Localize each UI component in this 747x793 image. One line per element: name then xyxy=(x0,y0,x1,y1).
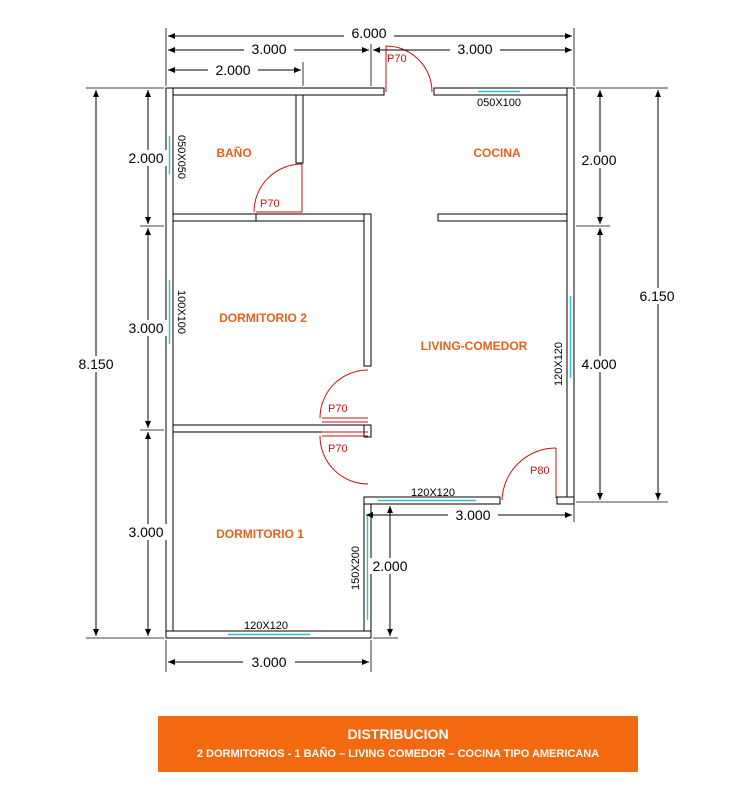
window-label-bano: 050X050 xyxy=(175,135,187,179)
door-label-bano: P70 xyxy=(260,198,280,210)
door-arcs xyxy=(253,45,557,501)
floor-plan: 6.000 3.000 3.000 2.000 8.150 2.000 3.00… xyxy=(74,24,680,672)
dim-right-living: 4.000 xyxy=(581,356,616,372)
door-arc-dorm1 xyxy=(319,435,369,485)
door-label-dorm1: P70 xyxy=(328,443,348,455)
room-labels: BAÑO COCINA DORMITORIO 2 LIVING-COMEDOR … xyxy=(216,145,528,541)
dim-bottom-right: 3.000 xyxy=(455,507,490,523)
door-labels: P70 P70 P70 P70 P80 xyxy=(260,53,550,477)
dim-top-inner: 2.000 xyxy=(215,62,250,78)
dim-top-right: 3.000 xyxy=(457,41,492,57)
door-arc-bano xyxy=(253,163,303,213)
dim-right-total: 6.150 xyxy=(639,288,674,304)
dim-left-dorm1: 3.000 xyxy=(128,524,163,540)
room-dormitorio-2: DORMITORIO 2 xyxy=(219,311,307,325)
window-label-living-side: 120X120 xyxy=(553,342,565,386)
dim-top-left: 3.000 xyxy=(251,41,286,57)
room-bano: BAÑO xyxy=(216,145,251,160)
dim-left-total: 8.150 xyxy=(78,356,113,372)
door-arc-living-back xyxy=(501,447,557,501)
dim-bottom-left: 3.000 xyxy=(251,654,286,670)
window-labels: 050X100 050X050 100X100 120X120 120X120 … xyxy=(175,97,565,632)
window-label-dorm1-side: 150X200 xyxy=(350,546,362,590)
walls xyxy=(165,87,575,639)
window-label-dorm1-bottom: 120X120 xyxy=(244,620,288,632)
window-label-living-bottom: 120X120 xyxy=(411,487,455,499)
dimension-labels: 6.000 3.000 3.000 2.000 8.150 2.000 3.00… xyxy=(74,24,680,670)
banner-subtitle: 2 DORMITORIOS - 1 BAÑO – LIVING COMEDOR … xyxy=(196,748,600,760)
room-cocina: COCINA xyxy=(473,146,521,160)
door-arc-dorm2 xyxy=(319,369,369,419)
banner-title: DISTRIBUCION xyxy=(347,726,449,742)
dim-bottom-step: 2.000 xyxy=(372,558,407,574)
dim-left-dorm2: 3.000 xyxy=(128,320,163,336)
window-label-cocina: 050X100 xyxy=(477,97,521,109)
dim-right-cocina: 2.000 xyxy=(581,152,616,168)
dim-left-bano: 2.000 xyxy=(128,150,163,166)
door-label-living-back: P80 xyxy=(530,465,550,477)
windows xyxy=(168,90,572,636)
door-label-dorm2: P70 xyxy=(328,403,348,415)
title-banner: DISTRIBUCION 2 DORMITORIOS - 1 BAÑO – LI… xyxy=(158,716,638,772)
room-living-comedor: LIVING-COMEDOR xyxy=(421,339,528,353)
window-label-dorm2: 100X100 xyxy=(175,290,187,334)
room-dormitorio-1: DORMITORIO 1 xyxy=(216,527,304,541)
door-label-entry: P70 xyxy=(387,53,407,65)
dim-top-total: 6.000 xyxy=(351,25,386,41)
door-arc-entry xyxy=(385,45,433,93)
